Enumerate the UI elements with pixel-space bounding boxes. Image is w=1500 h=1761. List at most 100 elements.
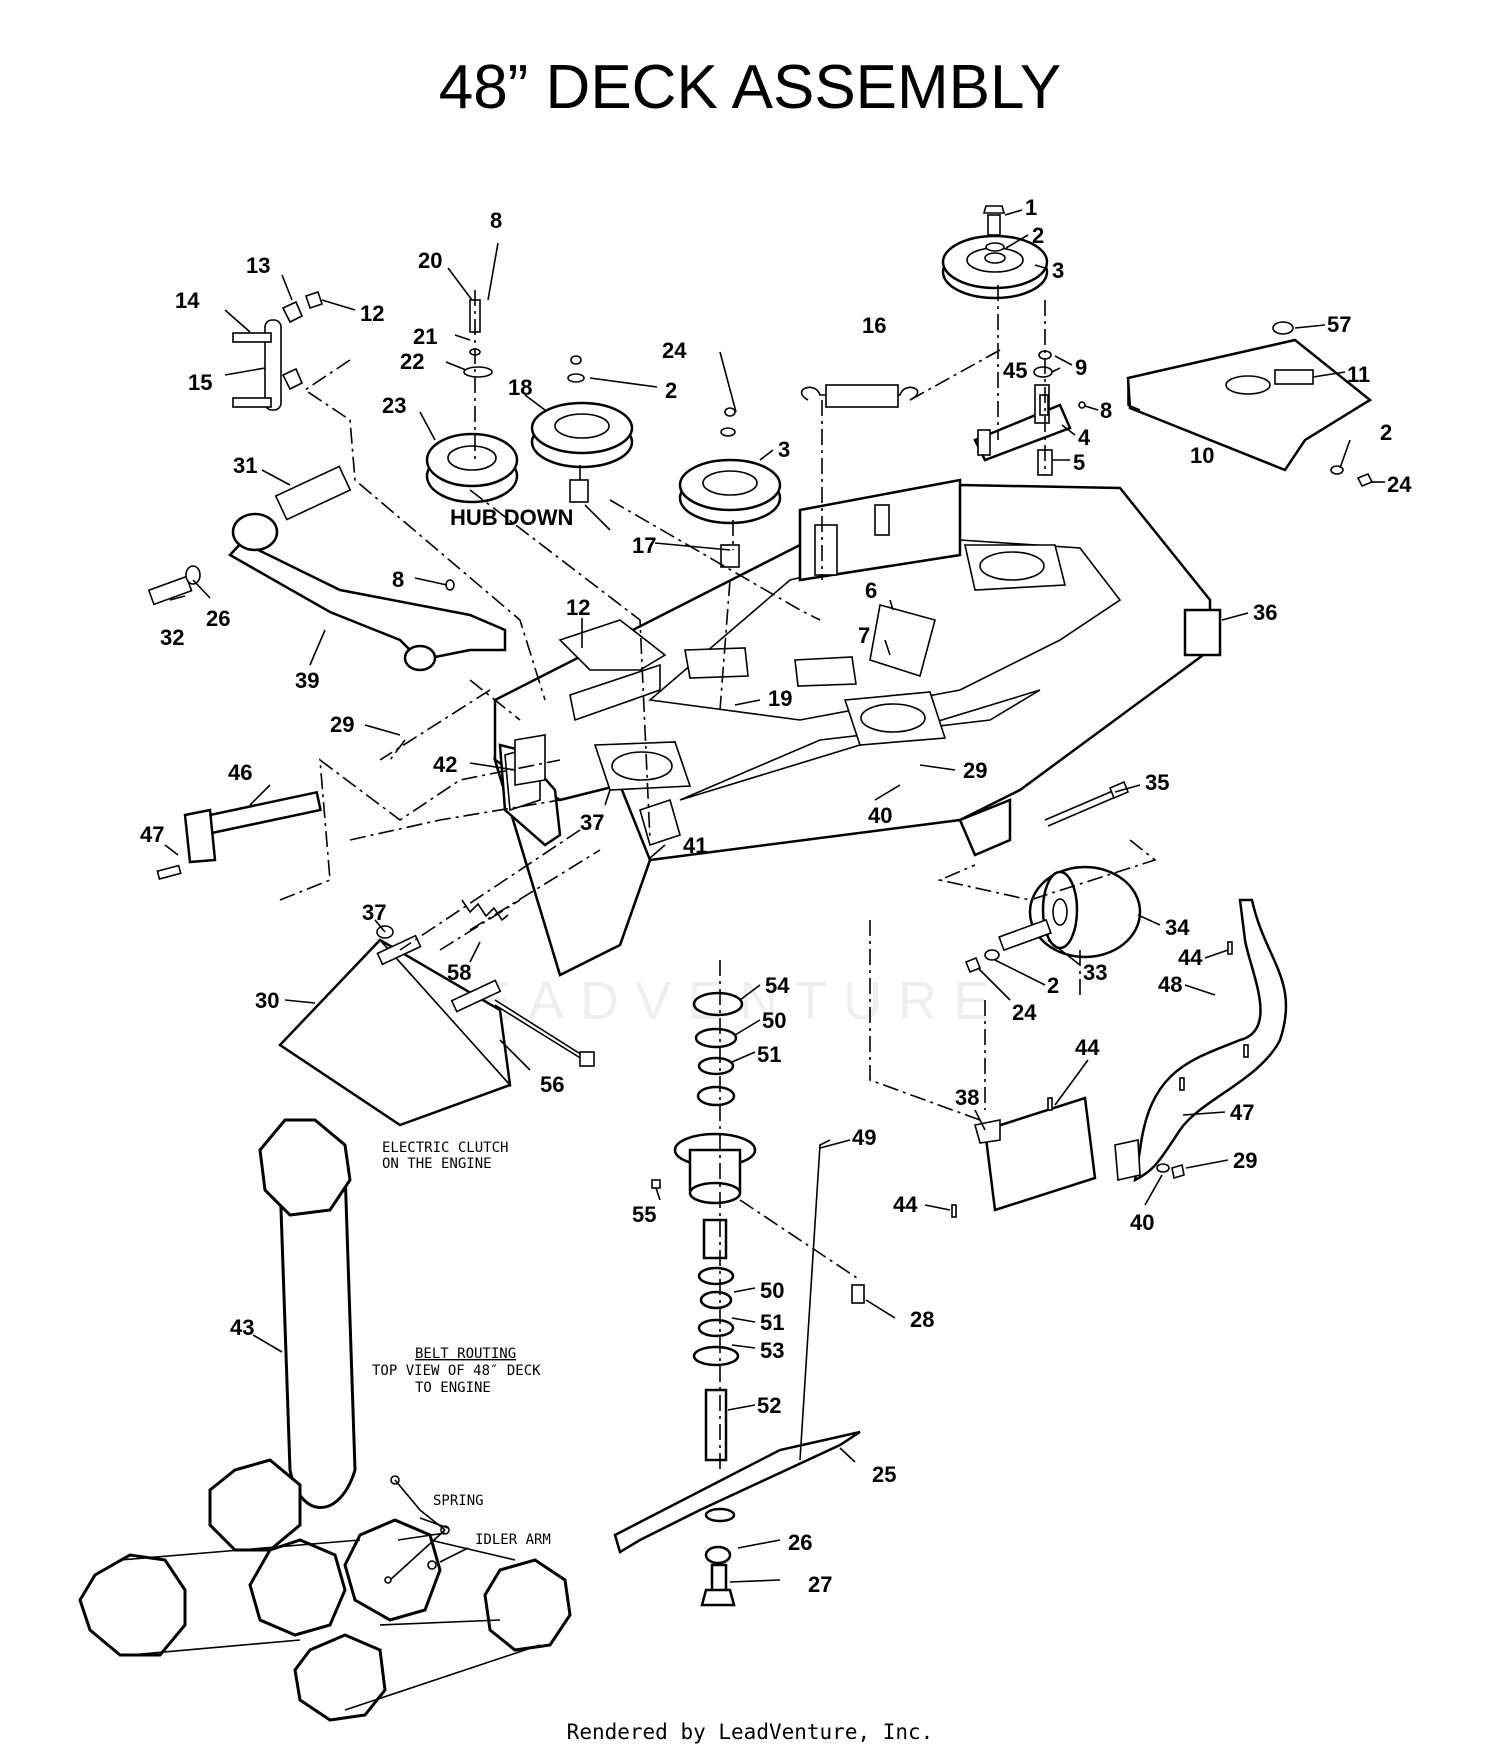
clutch-note-line2: ON THE ENGINE	[382, 1156, 492, 1172]
lift-arm	[147, 465, 507, 672]
callout-26: 26	[788, 1530, 812, 1555]
callout-24: 24	[1387, 472, 1412, 497]
callout-4: 4	[1078, 425, 1091, 450]
callout-56: 56	[540, 1072, 564, 1097]
callout-30: 30	[255, 988, 279, 1013]
routing-note-line3: TO ENGINE	[415, 1380, 491, 1396]
callout-25: 25	[872, 1462, 896, 1487]
callout-51: 51	[757, 1042, 781, 1067]
callout-41: 41	[683, 833, 707, 858]
callout-22: 22	[400, 349, 424, 374]
callout-40: 40	[1130, 1210, 1154, 1235]
callout-9: 9	[1075, 355, 1087, 380]
callout-6: 6	[865, 578, 877, 603]
callout-51: 51	[760, 1310, 784, 1335]
callout-15: 15	[188, 370, 212, 395]
routing-note-line1: BELT ROUTING	[415, 1346, 516, 1362]
callout-21: 21	[413, 324, 437, 349]
callout-52: 52	[757, 1393, 781, 1418]
spindle-assembly	[613, 991, 865, 1607]
callout-29: 29	[1233, 1148, 1257, 1173]
callout-16: 16	[862, 313, 886, 338]
gauge-wheel	[964, 865, 1142, 974]
callout-48: 48	[1158, 972, 1182, 997]
callout-49: 49	[852, 1125, 876, 1150]
callout-36: 36	[1253, 600, 1277, 625]
idler-arm-note: IDLER ARM	[475, 1532, 551, 1548]
callout-7: 7	[858, 623, 870, 648]
callout-46: 46	[228, 760, 252, 785]
spring-note: SPRING	[433, 1493, 484, 1509]
callout-38: 38	[955, 1085, 979, 1110]
belt-routing	[78, 1118, 572, 1722]
callout-40: 40	[868, 803, 892, 828]
top-right-pulley	[941, 205, 1086, 476]
callout-57: 57	[1327, 312, 1351, 337]
callout-3: 3	[778, 437, 790, 462]
callout-47: 47	[1230, 1100, 1254, 1125]
callout-12: 12	[566, 595, 590, 620]
diagram-title: 48” DECK ASSEMBLY	[438, 53, 1062, 122]
callout-8: 8	[392, 567, 404, 592]
callout-58: 58	[447, 960, 471, 985]
leaders	[164, 209, 1385, 1583]
callout-37: 37	[580, 810, 604, 835]
callout-23: 23	[382, 393, 406, 418]
callout-50: 50	[762, 1008, 786, 1033]
callout-44: 44	[893, 1192, 918, 1217]
callout-29: 29	[963, 758, 987, 783]
callout-12: 12	[360, 301, 384, 326]
callout-31: 31	[233, 453, 257, 478]
callout-2: 2	[665, 378, 677, 403]
leader-49	[799, 1139, 831, 1461]
callout-5: 5	[1073, 450, 1085, 475]
assembly-lines	[279, 285, 1157, 1470]
callout-27: 27	[808, 1572, 832, 1597]
hub-down-note: HUB DOWN	[450, 505, 573, 530]
callout-18: 18	[508, 375, 532, 400]
callout-3: 3	[1052, 258, 1064, 283]
callout-32: 32	[160, 625, 184, 650]
callout-50: 50	[760, 1278, 784, 1303]
callout-45: 45	[1003, 358, 1027, 383]
callout-54: 54	[765, 973, 790, 998]
callout-numbers: 1 2 3 57 11 45 9 8 4 5 10 2 24 16 8 20 2…	[140, 195, 1412, 1597]
callout-11: 11	[1347, 362, 1370, 387]
callout-47: 47	[140, 822, 164, 847]
callout-10: 10	[1190, 443, 1214, 468]
idler-bracket	[798, 478, 1222, 857]
right-shield	[951, 898, 1288, 1218]
callout-8: 8	[1100, 398, 1112, 423]
center-pulleys	[530, 355, 782, 568]
callout-14: 14	[175, 288, 200, 313]
callout-37: 37	[362, 900, 386, 925]
clutch-note-line1: ELECTRIC CLUTCH	[382, 1140, 508, 1156]
callout-19: 19	[768, 686, 792, 711]
callout-44: 44	[1178, 945, 1203, 970]
callout-24: 24	[662, 338, 687, 363]
belt-cover	[1126, 321, 1374, 488]
callout-26: 26	[206, 606, 230, 631]
chain-assembly	[232, 290, 324, 411]
callout-42: 42	[433, 752, 457, 777]
callout-44: 44	[1075, 1035, 1100, 1060]
callout-2: 2	[1032, 223, 1044, 248]
callout-13: 13	[246, 253, 270, 278]
callout-2: 2	[1380, 420, 1392, 445]
spring-16	[800, 384, 919, 408]
callout-28: 28	[910, 1307, 934, 1332]
lift-rod-46	[156, 790, 322, 880]
callout-29: 29	[330, 712, 354, 737]
callout-20: 20	[418, 248, 442, 273]
callout-34: 34	[1165, 915, 1190, 940]
callout-24: 24	[1012, 1000, 1037, 1025]
routing-note-line2: TOP VIEW OF 48″ DECK	[372, 1363, 541, 1379]
callout-17: 17	[632, 533, 656, 558]
credit-text: Rendered by LeadVenture, Inc.	[566, 1720, 934, 1744]
deck-housing	[492, 483, 1212, 977]
callout-35: 35	[1145, 770, 1169, 795]
callout-43: 43	[230, 1315, 254, 1340]
callout-2: 2	[1047, 973, 1059, 998]
callout-53: 53	[760, 1338, 784, 1363]
